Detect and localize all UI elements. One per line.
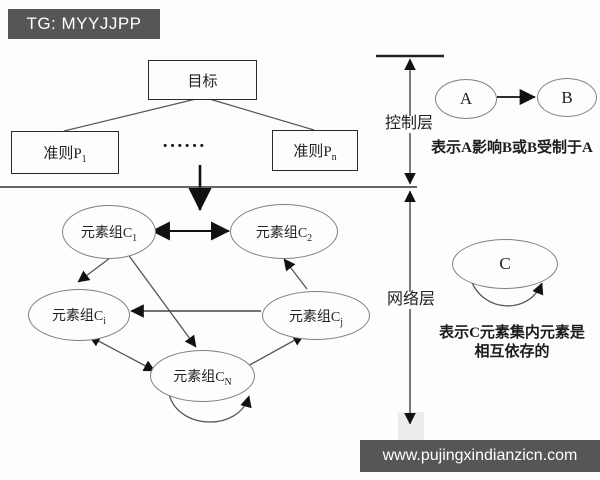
legend-ab-caption: 表示A影响B或B受制于A	[431, 140, 593, 156]
self-loop-c	[470, 279, 544, 307]
element-group-cn-label: 元素组CN	[173, 370, 232, 388]
goal-box: 目标	[148, 60, 257, 100]
element-group-ci-label: 元素组Ci	[51, 309, 107, 327]
arrow-c1-to-cn	[126, 252, 197, 348]
control-layer-label: 控制层	[384, 115, 435, 133]
element-group-cj-ellipse: 元素组Cj	[262, 291, 370, 340]
legend-node-a-ellipse: A	[435, 79, 497, 119]
legend-c-caption: 表示C元素集内元素是 相互依存的	[430, 324, 594, 362]
self-loop-cn	[168, 393, 252, 423]
criterion-p1-label: 准则P1	[43, 146, 87, 165]
criterion-p1-box: 准则P1	[11, 131, 119, 174]
arrow-cj-to-c2	[283, 258, 308, 290]
element-group-c2-ellipse: 元素组C2	[230, 204, 338, 259]
network-layer-label: 网络层	[386, 291, 437, 309]
legend-c-caption-line1: 表示C元素集内元素是	[439, 325, 585, 341]
top-watermark-text: TG: MYYJJPP	[26, 14, 142, 33]
edge-goal-to-pn	[205, 97, 315, 131]
ellipsis-dots: ······	[161, 136, 207, 157]
bottom-watermark-banner: www.pujingxindianzicn.com	[360, 440, 600, 472]
criterion-pn-label: 准则Pn	[293, 144, 337, 163]
element-group-c1-ellipse: 元素组C1	[62, 205, 156, 259]
legend-node-c-label: C	[499, 254, 511, 273]
bottom-watermark-text: www.pujingxindianzicn.com	[382, 447, 578, 464]
legend-node-b-ellipse: B	[537, 78, 597, 117]
element-group-cn-ellipse: 元素组CN	[150, 350, 255, 402]
element-group-cj-label: 元素组Cj	[288, 309, 344, 328]
legend-c-caption-line2: 相互依存的	[474, 344, 550, 360]
legend-node-a-label: A	[459, 89, 473, 108]
arrow-c1-to-ci	[77, 254, 115, 283]
element-group-ci-ellipse: 元素组Ci	[28, 289, 130, 341]
edge-goal-to-p1	[63, 97, 201, 132]
legend-node-c-ellipse: C	[452, 239, 558, 289]
arrow-cn-to-cj	[245, 334, 305, 368]
arrow-ci-cn-bidirectional	[88, 335, 156, 372]
criterion-pn-box: 准则Pn	[272, 130, 358, 171]
element-group-c2-label: 元素组C2	[255, 225, 313, 244]
goal-label: 目标	[187, 73, 218, 90]
element-group-c1-label: 元素组C1	[80, 226, 138, 244]
legend-node-b-label: B	[561, 87, 573, 107]
top-watermark-banner: TG: MYYJJPP	[8, 9, 160, 39]
